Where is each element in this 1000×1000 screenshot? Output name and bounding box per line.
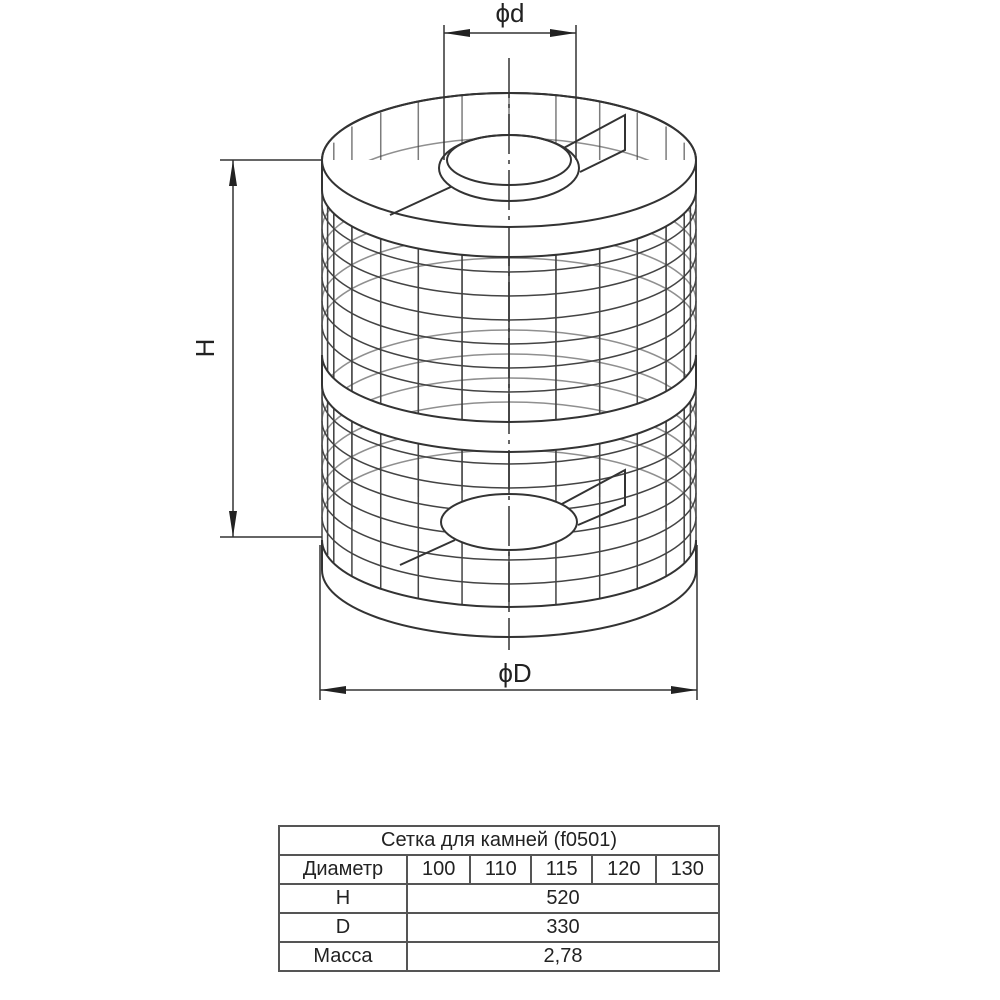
stone-basket-drawing: ϕd H ϕD — [190, 0, 698, 700]
bottom-ring-band — [321, 539, 697, 638]
header-label: Диаметр — [278, 854, 408, 885]
label-small-diameter: ϕd — [495, 0, 524, 28]
label-height: H — [190, 339, 220, 358]
table-header-row: Диаметр 100 110 115 120 130 — [278, 854, 720, 885]
row-value: 520 — [406, 883, 720, 914]
row-label: Масса — [278, 941, 408, 972]
horizontal-wire-front — [321, 324, 697, 393]
row-label: D — [278, 912, 408, 943]
table-title-row: Сетка для камней (f0501) — [278, 825, 720, 856]
row-value: 330 — [406, 912, 720, 943]
diameter-cell: 110 — [469, 854, 533, 885]
diameter-cell: 100 — [405, 854, 472, 885]
diameter-cell: 120 — [591, 854, 657, 885]
horizontal-wire-front — [321, 492, 697, 561]
diameter-cell: 115 — [530, 854, 594, 885]
basket-rings — [321, 92, 697, 638]
bottom-bracket — [399, 468, 626, 566]
spec-table: Сетка для камней (f0501) Диаметр 100 110… — [278, 825, 720, 972]
diameter-cell: 130 — [654, 854, 720, 885]
label-large-diameter: ϕD — [498, 658, 531, 688]
table-title: Сетка для камней (f0501) — [278, 825, 720, 856]
arrowheads — [229, 29, 697, 694]
row-label: H — [278, 883, 408, 914]
row-value: 2,78 — [406, 941, 720, 972]
middle-ring-band — [321, 354, 697, 453]
